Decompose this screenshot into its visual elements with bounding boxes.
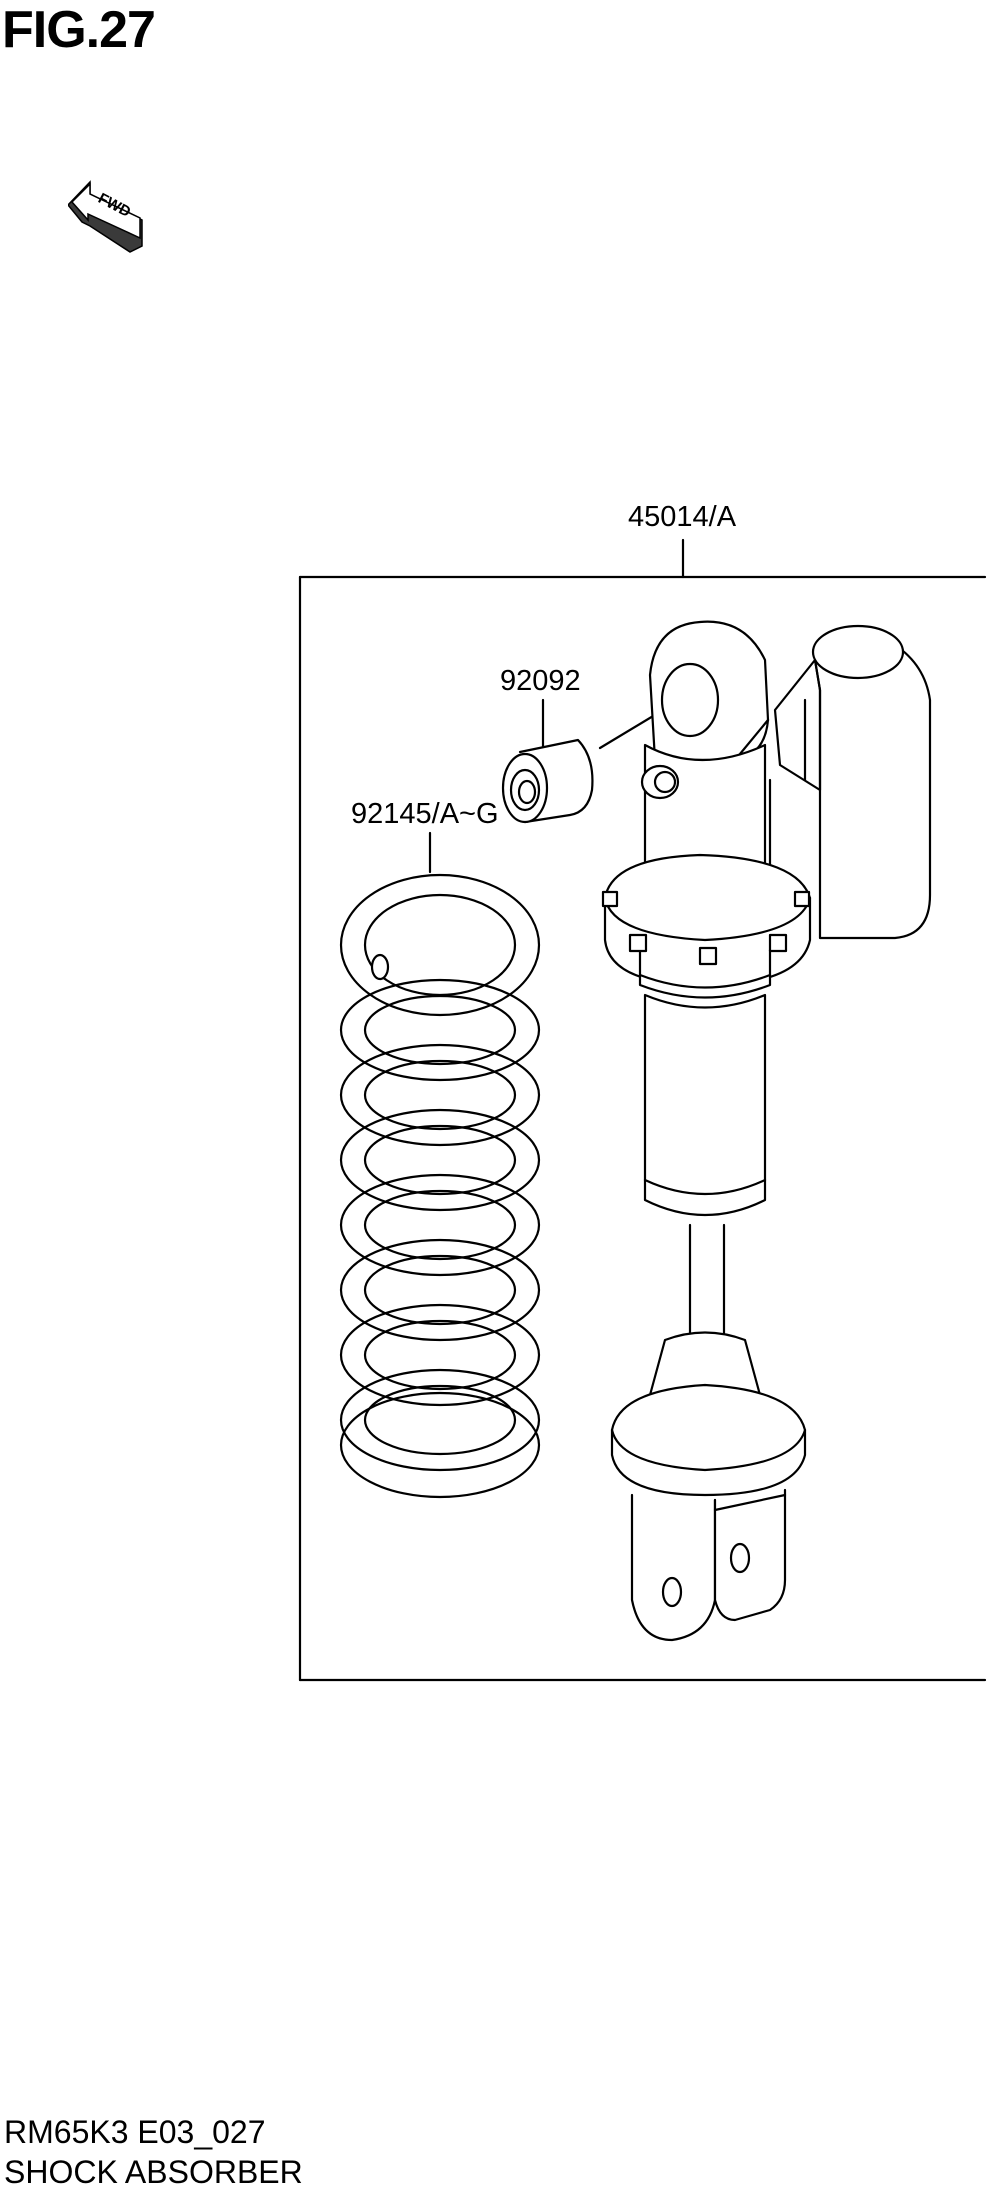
bottom-clevis xyxy=(610,1331,807,1642)
diagram-code: RM65K3 E03_027 xyxy=(4,2114,266,2150)
spring-part-number: 92145/A~G xyxy=(351,798,499,830)
reservoir xyxy=(773,624,932,940)
forward-arrow-icon: FWD xyxy=(66,180,150,255)
bushing xyxy=(501,738,594,824)
assembly-part-number: 45014/A xyxy=(628,501,737,533)
coil-spring xyxy=(339,873,541,1499)
figure-title: FIG.27 xyxy=(2,1,156,59)
damper-body xyxy=(643,993,767,1217)
preload-collar xyxy=(601,853,812,999)
bushing-part-number: 92092 xyxy=(500,665,581,697)
upper-body xyxy=(640,743,772,884)
diagram-name: SHOCK ABSORBER xyxy=(4,2154,303,2190)
top-eye-mount xyxy=(648,620,770,762)
assembly-frame xyxy=(298,538,987,1682)
